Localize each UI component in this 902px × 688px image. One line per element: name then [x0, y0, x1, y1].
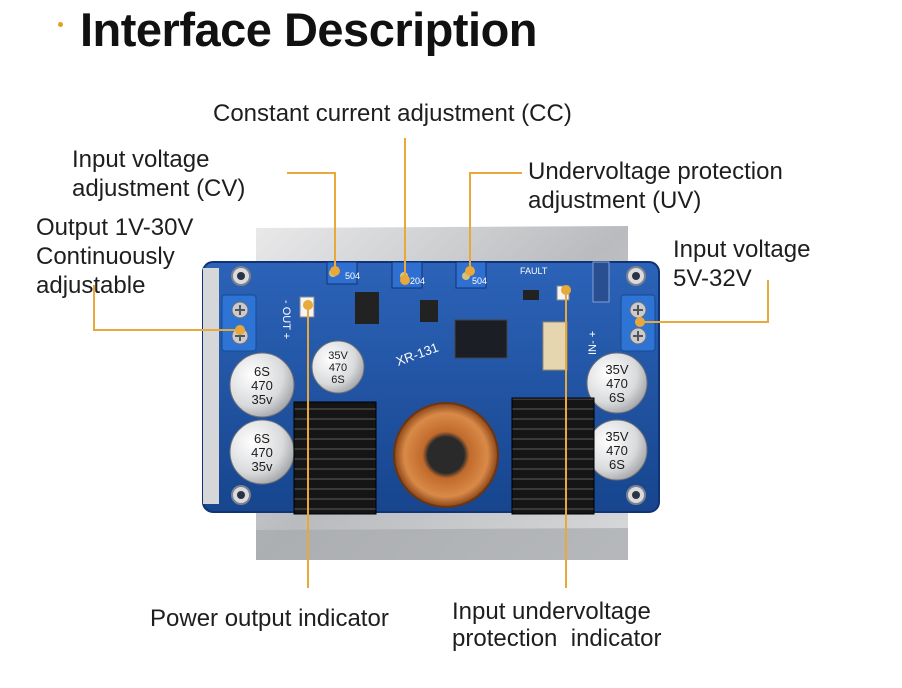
toroid-inductor	[393, 402, 499, 508]
svg-text:470: 470	[251, 445, 273, 460]
svg-text:35v: 35v	[252, 459, 273, 474]
svg-text:35V: 35V	[605, 429, 628, 444]
heatsink-right	[511, 397, 595, 515]
svg-text:470: 470	[251, 378, 273, 393]
input-terminal-block	[620, 294, 656, 352]
capacitor-right-top	[586, 352, 648, 414]
pot-code-cc: 204	[410, 276, 425, 286]
svg-text:6S: 6S	[254, 364, 270, 379]
svg-text:470: 470	[606, 443, 628, 458]
power-output-led	[299, 296, 315, 318]
output-terminal-block	[221, 294, 257, 352]
label-input-voltage-adjustment: Input voltage adjustment (CV)	[72, 146, 246, 202]
label-output-range: Output 1V-30V Continuously adjustable	[36, 214, 194, 299]
in-terminal-label: IN- +	[587, 331, 599, 355]
page-title: Interface Description	[80, 3, 538, 56]
label-input-voltage-range: Input voltage 5V-32V	[673, 236, 811, 292]
label-power-output-indicator: Power output indicator	[150, 605, 389, 632]
svg-text:470: 470	[606, 376, 628, 391]
jumper-header	[542, 321, 568, 371]
svg-text:6S: 6S	[254, 431, 270, 446]
fault-silkscreen: FAULT	[520, 266, 548, 276]
capacitor-mid	[311, 340, 365, 394]
heatsink-left	[293, 401, 377, 515]
svg-text:470: 470	[329, 362, 347, 374]
capacitor-left-top	[229, 352, 295, 418]
svg-text:35V: 35V	[328, 350, 348, 362]
pot-code-cv: 504	[345, 271, 360, 281]
svg-text:35V: 35V	[605, 362, 628, 377]
pot-code-uv: 504	[472, 276, 487, 286]
svg-text:35v: 35v	[252, 392, 273, 407]
svg-text:6S: 6S	[331, 374, 344, 386]
uv-protection-led	[556, 285, 570, 301]
svg-text:6S: 6S	[609, 457, 625, 472]
label-undervoltage-indicator: Input undervoltage protection indicator	[452, 598, 662, 652]
svg-text:6S: 6S	[609, 390, 625, 405]
title-bullet	[58, 22, 63, 27]
out-terminal-label: - OUT +	[280, 300, 292, 339]
control-ic	[454, 319, 508, 359]
label-constant-current: Constant current adjustment (CC)	[213, 100, 572, 127]
label-undervoltage-adjustment: Undervoltage protection adjustment (UV)	[528, 158, 783, 214]
